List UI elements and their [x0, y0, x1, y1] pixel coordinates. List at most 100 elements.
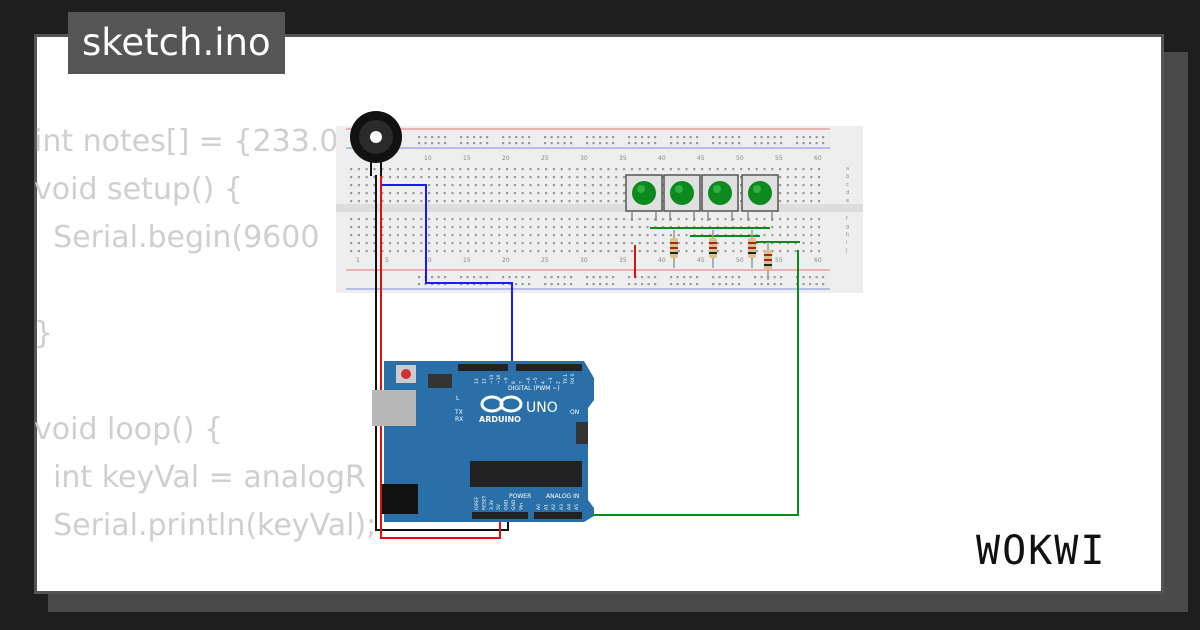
arduino-logo-icon — [480, 395, 523, 413]
wire-blue-buzzer[interactable] — [381, 184, 513, 366]
digital-pin-label: ~11 — [489, 374, 495, 384]
resistor-icon[interactable] — [764, 242, 772, 280]
buzzer-icon[interactable] — [350, 111, 402, 176]
atmega-chip — [470, 461, 582, 487]
uno-label: UNO — [526, 400, 558, 416]
rx-label: RX — [455, 416, 463, 423]
column-number: 15 — [463, 257, 471, 264]
breadboard-holes — [350, 136, 825, 286]
analog-pin-label: A4 — [566, 504, 572, 510]
digital-pin-label: 12 — [481, 378, 487, 384]
on-label: ON — [570, 409, 579, 416]
power-pin-label: Vin — [518, 503, 524, 510]
analog-label: ANALOG IN — [546, 493, 579, 500]
wokwi-logo-text: WOKWI — [976, 528, 1106, 574]
resistor-icon[interactable] — [709, 230, 717, 268]
column-number: 15 — [463, 155, 471, 162]
pushbutton-icon[interactable] — [625, 174, 663, 221]
power-pin-label: IOREF — [474, 496, 480, 510]
digital-pin-label: ~3 — [548, 377, 554, 384]
icsp-header-2 — [576, 422, 588, 444]
digital-pin-label: ~9 — [504, 377, 510, 384]
power-header — [472, 512, 528, 519]
column-number: 40 — [658, 257, 666, 264]
arduino-uno[interactable]: UNO ARDUINO DIGITAL (PWM ~) POWER ANALOG… — [372, 361, 594, 522]
row-letter: i — [846, 240, 847, 246]
column-number: 60 — [814, 257, 822, 264]
row-letter: g — [846, 224, 849, 230]
column-number: 50 — [736, 155, 744, 162]
icsp-header — [428, 374, 452, 388]
power-pin-label: 5V — [496, 503, 502, 510]
pushbutton-icon[interactable] — [701, 174, 739, 221]
digital-pin-label: ~5 — [533, 377, 539, 384]
column-number: 30 — [580, 257, 588, 264]
digital-header-2 — [516, 364, 582, 371]
digital-pin-label: RX 0 — [570, 373, 576, 384]
digital-label: DIGITAL (PWM ~) — [508, 385, 560, 392]
row-letter: b — [846, 174, 849, 180]
reset-button-cap[interactable] — [401, 369, 411, 379]
analog-pin-label: A0 — [536, 504, 542, 510]
l-label: L — [456, 395, 460, 402]
wire-green-a0[interactable] — [582, 250, 799, 516]
center-channel — [336, 204, 863, 212]
code-line: int notes[] = {233.0 — [34, 124, 339, 159]
digital-pin-label: 2 — [555, 381, 561, 384]
column-number: 10 — [424, 257, 432, 264]
sketch-title: sketch.ino — [68, 12, 285, 74]
digital-pin-label: 7 — [518, 381, 524, 384]
resistors — [670, 230, 772, 280]
pushbuttons — [625, 174, 779, 221]
code-line: void loop() { — [34, 412, 224, 447]
code-line: Serial.begin(9600 — [34, 220, 320, 255]
digital-header-1 — [458, 364, 508, 371]
code-background: int notes[] = {233.0 void setup() { Seria… — [34, 118, 376, 550]
analog-pin-label: A3 — [559, 504, 565, 510]
digital-pin-label: 13 — [474, 378, 480, 384]
column-number: 35 — [619, 155, 627, 162]
resistor-icon[interactable] — [670, 230, 678, 268]
row-letter: e — [846, 198, 849, 204]
pushbutton-icon[interactable] — [663, 174, 701, 221]
resistor-icon[interactable] — [748, 230, 756, 268]
column-number: 50 — [736, 257, 744, 264]
column-number: 20 — [502, 155, 510, 162]
analog-pin-label: A1 — [544, 504, 550, 510]
code-line: Serial.println(keyVal); — [34, 508, 377, 543]
column-number: 30 — [580, 155, 588, 162]
digital-pin-label: 4 — [541, 381, 547, 384]
analog-pin-label: A2 — [551, 504, 557, 510]
power-jack — [382, 484, 418, 514]
column-number: 55 — [775, 257, 783, 264]
column-number: 20 — [502, 257, 510, 264]
column-number: 55 — [775, 155, 783, 162]
code-line: void setup() { — [34, 172, 243, 207]
usb-port — [372, 390, 416, 426]
column-number: 45 — [697, 257, 705, 264]
analog-header — [534, 512, 582, 519]
column-number: 25 — [541, 257, 549, 264]
row-letter: c — [846, 182, 849, 188]
code-line: int keyVal = analogR — [34, 460, 366, 495]
code-line: } — [34, 316, 54, 351]
power-pin-label: GND — [504, 499, 510, 510]
column-number: 1 — [356, 257, 360, 264]
arduino-label: ARDUINO — [479, 415, 521, 424]
analog-pin-label: A5 — [574, 504, 580, 510]
power-label: POWER — [509, 493, 531, 500]
pushbutton-icon[interactable] — [741, 174, 779, 221]
column-number: 40 — [658, 155, 666, 162]
row-letter: a — [846, 166, 849, 172]
row-letter: h — [846, 232, 849, 238]
power-pin-label: 3.3V — [489, 499, 495, 510]
digital-pin-label: ~6 — [526, 377, 532, 384]
row-letter: d — [846, 190, 849, 196]
